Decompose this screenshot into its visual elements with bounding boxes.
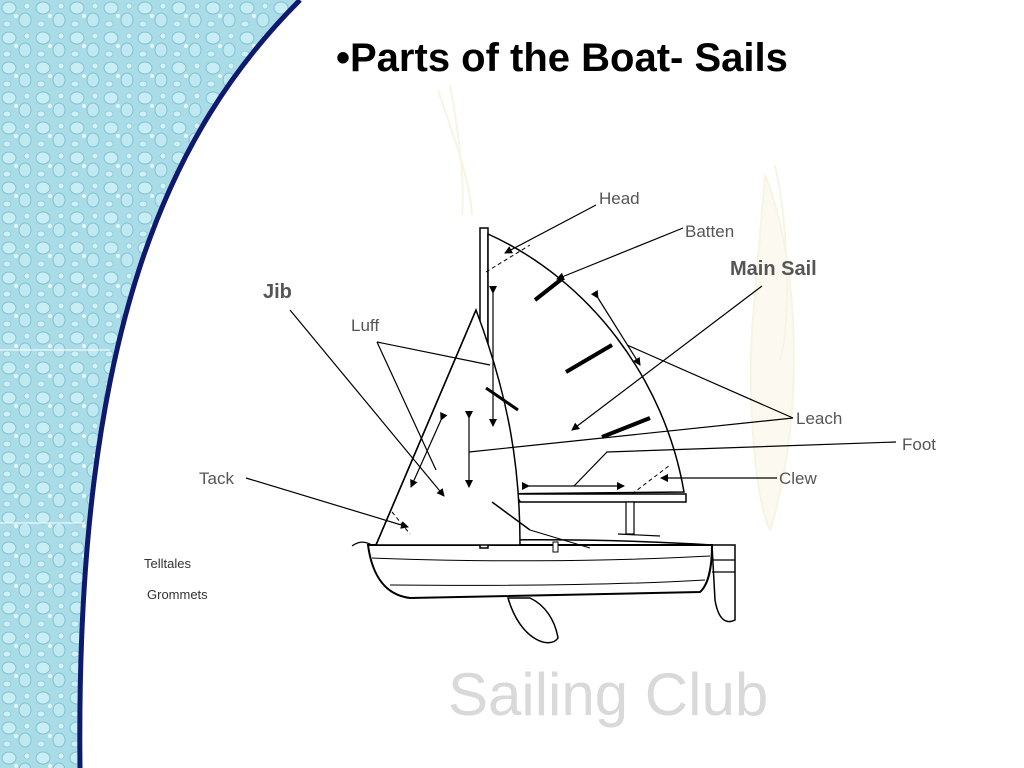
label-batten: Batten	[685, 222, 735, 241]
faint-sail-silhouettes	[437, 84, 795, 533]
main-sail-leader	[571, 285, 763, 431]
watermark-text: Sailing Club	[448, 661, 769, 728]
hull	[366, 544, 714, 600]
label-clew: Clew	[779, 469, 817, 488]
main-leach-arrow	[590, 289, 641, 366]
centreboard	[507, 597, 559, 644]
label-telltales: Telltales	[144, 556, 191, 571]
batten-3	[601, 416, 651, 439]
batten-1	[533, 276, 565, 302]
label-leach: Leach	[796, 409, 843, 428]
label-main-sail: Main Sail	[730, 258, 817, 280]
label-grommets: Grommets	[147, 587, 208, 602]
slide-title: •Parts of the Boat- Sails	[336, 36, 788, 80]
label-head: Head	[599, 189, 640, 208]
water-texture-panel	[0, 0, 300, 768]
label-jib: Jib	[263, 281, 292, 303]
curved-border	[77, 0, 302, 768]
luff-leader-2	[376, 341, 437, 471]
main-sail	[487, 232, 685, 495]
head-leader	[504, 204, 597, 254]
tack-leader	[245, 477, 409, 529]
label-luff: Luff	[351, 316, 380, 335]
label-foot: Foot	[902, 435, 937, 454]
leach-leader-1	[626, 344, 794, 419]
rudder	[711, 544, 736, 623]
jib-leader	[289, 309, 445, 497]
leach-leader-2	[468, 417, 794, 453]
luff-arrow-jib	[410, 411, 448, 488]
foot-leader	[573, 441, 897, 487]
label-tack: Tack	[199, 469, 234, 488]
batten-leader	[556, 227, 684, 281]
luff-leader-1	[376, 341, 491, 366]
